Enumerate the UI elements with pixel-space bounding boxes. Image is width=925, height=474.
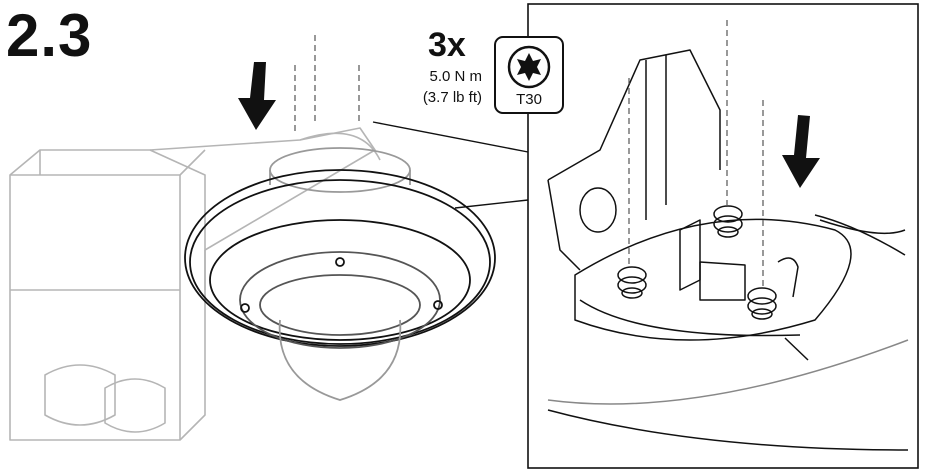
wall-mount-box bbox=[9, 149, 206, 441]
callout-lines bbox=[372, 121, 529, 209]
torque-imperial: (3.7 lb ft) bbox=[422, 89, 482, 106]
down-arrow-right-icon bbox=[782, 115, 820, 188]
tool-badge: T30 bbox=[494, 36, 564, 114]
dome-camera bbox=[184, 147, 496, 401]
down-arrow-left-icon bbox=[238, 62, 276, 130]
screw-1 bbox=[617, 266, 647, 299]
tool-label: T30 bbox=[516, 91, 542, 108]
torx-bit-icon bbox=[507, 45, 551, 89]
zoom-detail-panel bbox=[527, 3, 919, 469]
screw-quantity: 3x bbox=[428, 26, 466, 64]
step-number: 2.3 bbox=[6, 2, 93, 69]
torque-metric: 5.0 N m bbox=[429, 68, 482, 85]
torque-spec: 5.0 N m (3.7 lb ft) bbox=[400, 66, 482, 108]
screw-2 bbox=[713, 205, 743, 238]
screw-guide-lines-left bbox=[294, 35, 360, 132]
screw-3 bbox=[747, 287, 777, 320]
mount-arm bbox=[149, 127, 381, 290]
